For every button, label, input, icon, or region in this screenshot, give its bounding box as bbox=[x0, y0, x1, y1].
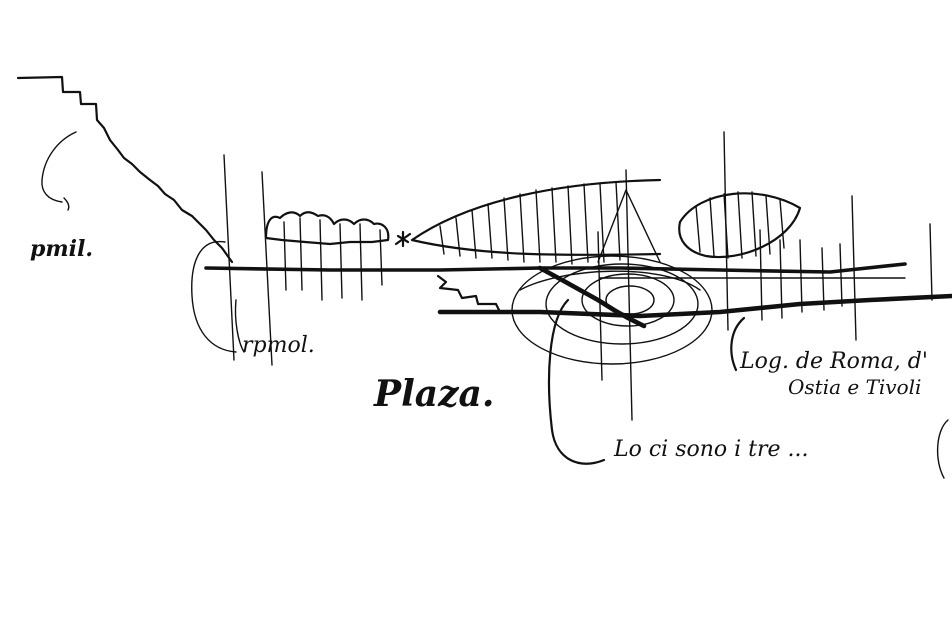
right-note-line-1: Log. de Roma, d' bbox=[739, 349, 928, 374]
building-cluster-outline bbox=[264, 211, 390, 246]
building-column-3 bbox=[319, 219, 323, 301]
top-left-bracket bbox=[41, 131, 77, 203]
zigzag-path bbox=[436, 274, 518, 314]
central-spiral bbox=[511, 255, 713, 365]
right-note-line-2: Ostia e Tivoli bbox=[788, 375, 921, 399]
top-left-note: pmil. bbox=[30, 236, 93, 262]
building-column-2 bbox=[299, 217, 303, 291]
building-column-5 bbox=[359, 223, 363, 301]
right-vertical-posts bbox=[597, 195, 933, 381]
center-note: Plaza. bbox=[373, 373, 494, 415]
building-column-6 bbox=[379, 229, 383, 286]
bottom-note-bracket bbox=[547, 298, 606, 465]
secondary-ground-line bbox=[437, 293, 952, 319]
large-dome-hatching bbox=[439, 181, 621, 265]
building-column-4 bbox=[339, 223, 343, 299]
diagonal-heavy-stroke bbox=[537, 265, 647, 329]
left-note: rpmol. bbox=[242, 333, 315, 358]
center-mast bbox=[625, 169, 633, 421]
left-note-bracket bbox=[234, 299, 245, 353]
top-left-bracket-tick bbox=[63, 197, 70, 211]
right-tall-mast bbox=[723, 131, 729, 331]
right-edge-bracket bbox=[936, 419, 949, 479]
right-note-bracket bbox=[730, 316, 746, 372]
left-ground-oval bbox=[191, 240, 237, 353]
stepped-hillside-line bbox=[16, 75, 234, 264]
building-column-1 bbox=[283, 221, 287, 291]
bottom-note: Lo ci sono i tre ... bbox=[613, 437, 809, 462]
main-ground-line bbox=[204, 262, 907, 274]
center-mast-triangle bbox=[597, 189, 661, 263]
left-vertical-post-1 bbox=[223, 154, 235, 361]
star-mark bbox=[394, 230, 412, 248]
